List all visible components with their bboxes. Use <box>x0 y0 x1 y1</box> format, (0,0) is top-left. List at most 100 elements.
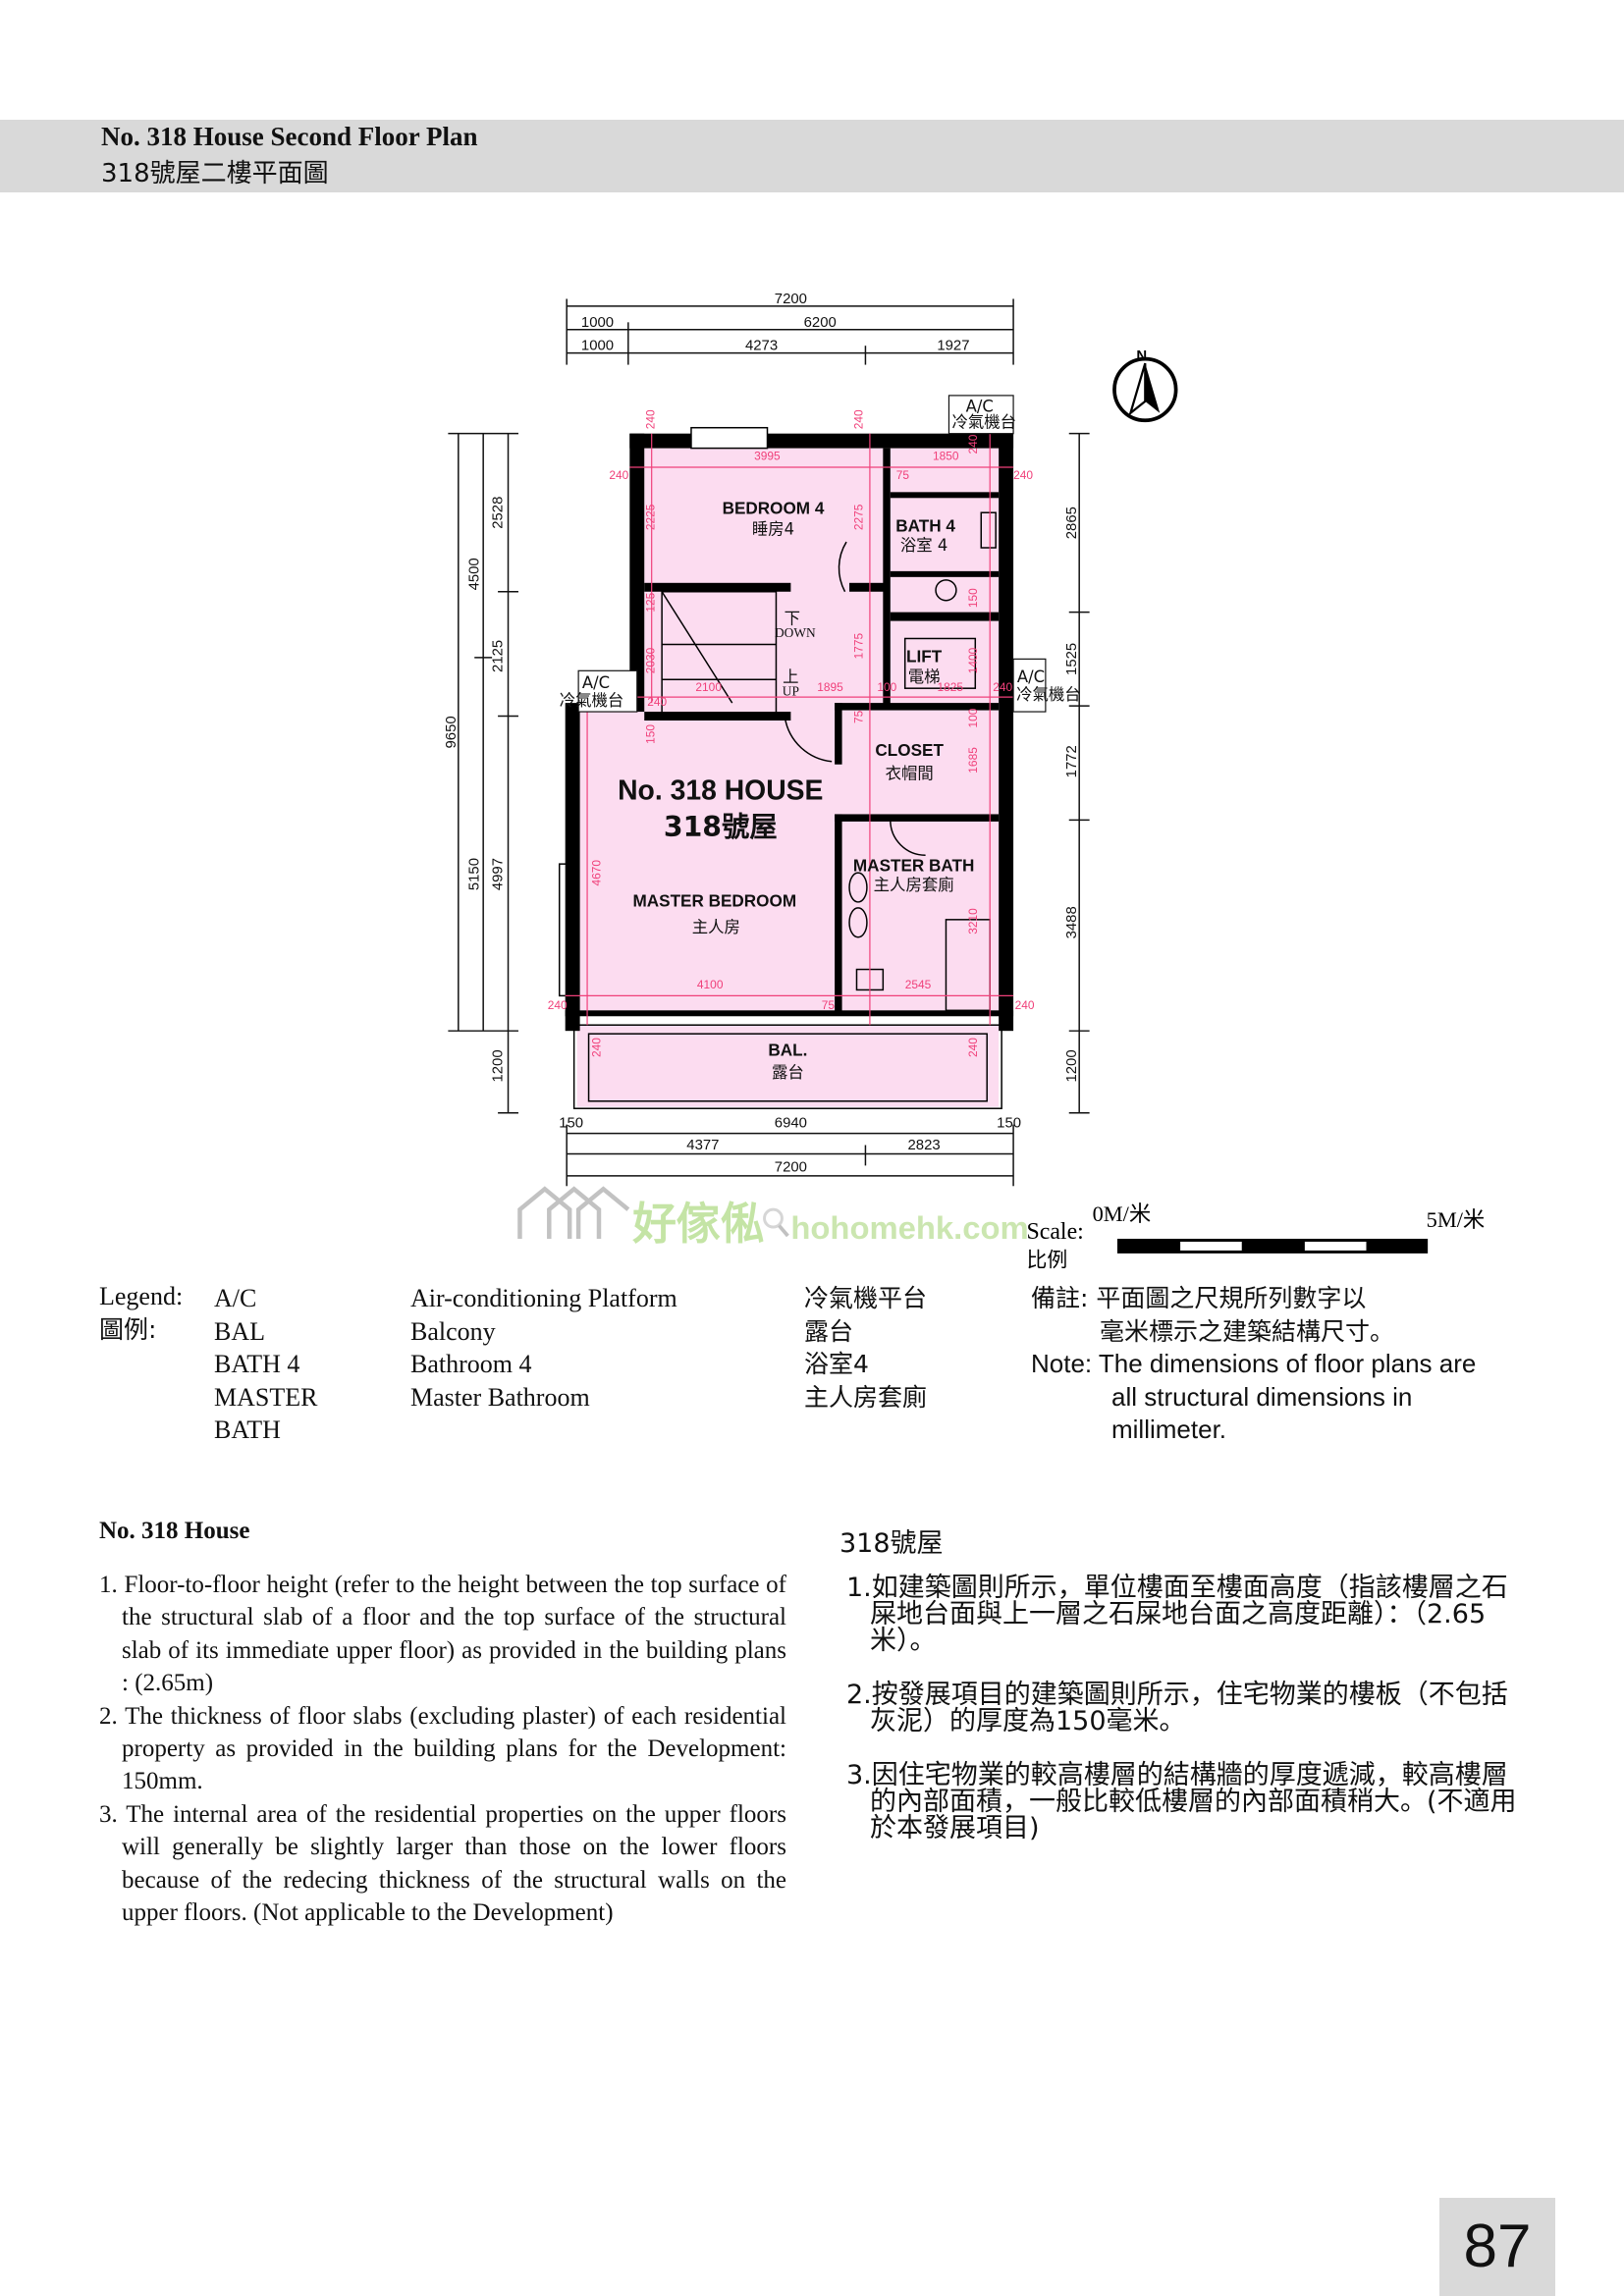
page-number: 87 <box>1439 2198 1555 2296</box>
watermark: 好傢俬 hohomehk.com <box>517 1186 1029 1250</box>
svg-text:1400: 1400 <box>966 647 980 673</box>
scale-label-cn: 比例 <box>1026 1248 1067 1271</box>
svg-text:150: 150 <box>966 588 980 608</box>
dim-top: 6200 <box>804 315 837 331</box>
section-heading-en: No. 318 House <box>99 1518 250 1544</box>
notes-list-cn: 1.如建築圖則所示，單位樓面至樓面高度（指該樓層之石屎地台面與上一層之石屎地台面… <box>846 1575 1528 1869</box>
watermark-cn: 好傢俬 <box>631 1198 764 1250</box>
svg-text:240: 240 <box>993 680 1012 694</box>
svg-text:2225: 2225 <box>644 504 658 530</box>
dim-bottom: 6940 <box>775 1116 807 1132</box>
svg-text:N: N <box>1136 348 1147 364</box>
stair-up: UP <box>783 684 799 699</box>
svg-text:1850: 1850 <box>933 450 959 463</box>
dim-right: 1200 <box>1064 1049 1080 1082</box>
notes-list-en: 1. Floor-to-floor height (refer to the h… <box>99 1569 786 1929</box>
svg-text:75: 75 <box>851 710 865 723</box>
svg-text:2030: 2030 <box>644 647 658 673</box>
svg-text:150: 150 <box>644 724 658 744</box>
room-fill <box>576 448 1000 1107</box>
svg-text:75: 75 <box>822 998 836 1012</box>
right-dimensions <box>1068 432 1090 1114</box>
dim-top-total: 7200 <box>775 292 807 307</box>
svg-text:4100: 4100 <box>697 978 724 991</box>
note-item: 2. The thickness of floor slabs (excludi… <box>99 1702 786 1795</box>
room-label-lift-cn: 電梯 <box>908 667 941 686</box>
section-heading-cn: 318號屋 <box>839 1528 944 1559</box>
scale-start: 0M/米 <box>1093 1201 1152 1226</box>
ac-label: A/C <box>1017 667 1045 686</box>
room-label-bedroom4: BEDROOM 4 <box>723 499 825 518</box>
dim-right: 1772 <box>1064 745 1080 777</box>
stair-down: DOWN <box>775 625 816 640</box>
dim-bottom: 150 <box>559 1116 583 1132</box>
svg-text:240: 240 <box>589 1038 603 1057</box>
dimension-note: 備註: 平面圖之尺規所列數字以 毫米標示之建築結構尺寸。 Note: The d… <box>1031 1284 1477 1445</box>
svg-text:3995: 3995 <box>754 450 781 463</box>
scale-bar <box>1116 1238 1429 1254</box>
dim-bottom: 4377 <box>686 1138 719 1153</box>
svg-text:240: 240 <box>851 409 865 429</box>
top-dimensions <box>566 298 1014 365</box>
room-label-master-bath: MASTER BATH <box>853 856 974 876</box>
room-label-master-bedroom: MASTER BEDROOM <box>632 890 796 910</box>
dim-right: 1525 <box>1064 643 1080 675</box>
svg-text:240: 240 <box>966 434 980 454</box>
svg-text:240: 240 <box>644 409 658 429</box>
stair-down-cn: 下 <box>785 610 800 628</box>
dim-bottom: 2823 <box>908 1138 941 1153</box>
dimension-guidelines <box>565 433 1014 1026</box>
header-band <box>0 120 1624 192</box>
svg-text:1775: 1775 <box>851 632 865 659</box>
svg-text:4670: 4670 <box>589 860 603 886</box>
ac-label-cn: 冷氣機台 <box>560 691 624 710</box>
dim-left: 2528 <box>491 497 507 529</box>
svg-text:100: 100 <box>877 680 896 694</box>
svg-text:100: 100 <box>966 708 980 727</box>
room-label-balcony-cn: 露台 <box>772 1063 804 1082</box>
ac-label: A/C <box>966 397 994 415</box>
dim-left: 4997 <box>491 858 507 890</box>
room-label-master-bedroom-cn: 主人房 <box>692 918 740 936</box>
scale-end: 5M/米 <box>1427 1207 1486 1232</box>
dim-top: 1000 <box>581 315 614 331</box>
scale-label: Scale: <box>1026 1219 1083 1245</box>
svg-text:125: 125 <box>644 592 658 612</box>
note-item: 1. Floor-to-floor height (refer to the h… <box>99 1572 786 1697</box>
room-label-lift: LIFT <box>906 646 943 666</box>
svg-text:1825: 1825 <box>938 680 964 694</box>
room-label-master-bath-cn: 主人房套廁 <box>874 876 954 894</box>
dim-bottom: 7200 <box>775 1159 807 1175</box>
svg-text:240: 240 <box>1015 998 1035 1012</box>
house-name: No. 318 HOUSE <box>618 775 823 807</box>
svg-text:240: 240 <box>647 695 667 709</box>
page-title-en: No. 318 House Second Floor Plan <box>101 122 478 151</box>
ac-label: A/C <box>582 673 610 692</box>
dim-top: 1000 <box>581 339 614 354</box>
dim-right: 3488 <box>1064 906 1080 938</box>
room-label-balcony: BAL. <box>768 1041 807 1060</box>
ac-label-cn: 冷氣機台 <box>951 413 1016 432</box>
dim-bottom: 150 <box>997 1116 1021 1132</box>
bottom-dimensions <box>566 1124 1014 1187</box>
note-item: 3. The internal area of the residential … <box>99 1800 786 1927</box>
inner-dimension-labels: 240 240 3995 1850 240 240 240 2225 2275 … <box>548 409 1035 1057</box>
dim-top: 1927 <box>937 339 969 354</box>
note-item: 1.如建築圖則所示，單位樓面至樓面高度（指該樓層之石屎地台面與上一層之石屎地台面… <box>846 1573 1508 1656</box>
dim-left: 5150 <box>467 858 483 890</box>
dim-top: 4273 <box>745 339 778 354</box>
room-label-bedroom4-cn: 睡房4 <box>752 520 794 539</box>
svg-text:2275: 2275 <box>851 504 865 530</box>
fixtures <box>558 426 1002 1109</box>
room-label-bath4: BATH 4 <box>895 516 955 536</box>
svg-text:1685: 1685 <box>966 747 980 774</box>
page-title-cn: 318號屋二樓平面圖 <box>101 159 329 188</box>
legend-title: Legend: 圖例: <box>99 1282 184 1344</box>
stair-up-cn: 上 <box>783 667 798 686</box>
room-label-bath4-cn: 浴室 4 <box>900 536 947 555</box>
svg-text:2100: 2100 <box>695 680 722 694</box>
